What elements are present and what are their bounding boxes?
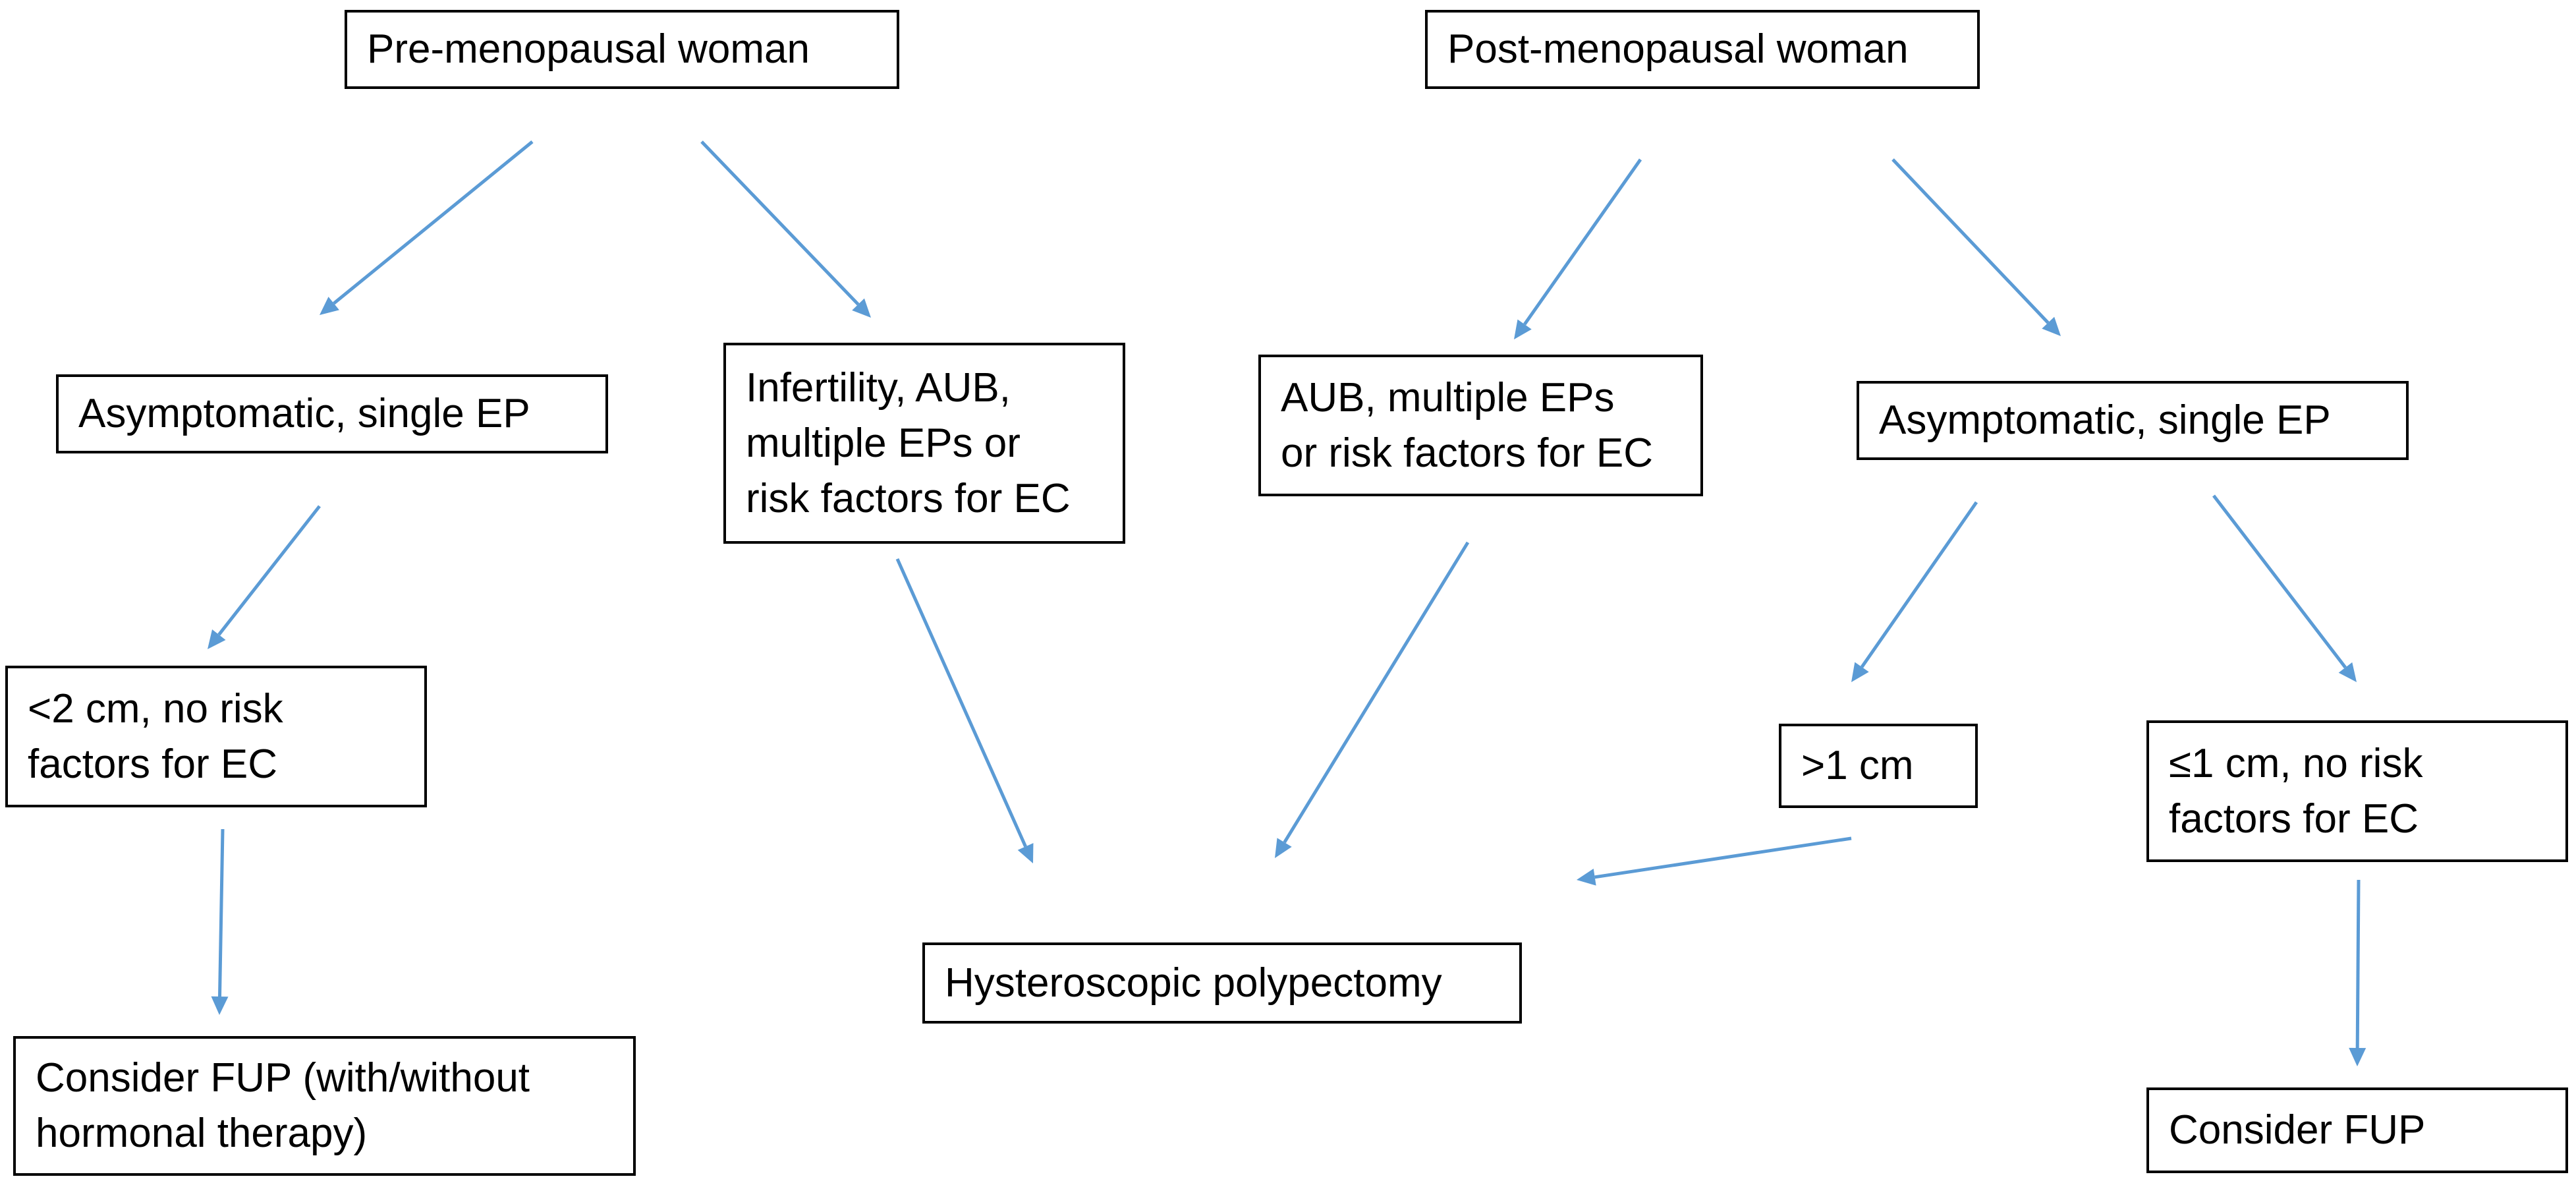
arrow-pre-menopausal-to-pre-symptomatic bbox=[700, 140, 871, 318]
arrow-head bbox=[1577, 868, 1596, 886]
arrow-head bbox=[208, 629, 226, 649]
arrow-head bbox=[211, 996, 229, 1015]
arrow-pre-symptomatic-to-polypectomy bbox=[895, 558, 1034, 863]
node-1cm-or-less-no-risk: ≤1 cm, no risk factors for EC bbox=[2146, 720, 2568, 862]
node-post-menopausal-woman: Post-menopausal woman bbox=[1425, 10, 1980, 89]
arrow-post-menopausal-to-post-symptomatic bbox=[1514, 158, 1642, 339]
node-pre-consider-fup-hormonal: Consider FUP (with/without hormonal ther… bbox=[13, 1036, 636, 1176]
arrow-post-small-to-post-followup bbox=[2349, 879, 2366, 1066]
arrow-post-asymptomatic-to-post-large bbox=[1851, 501, 1978, 682]
arrow-head bbox=[1017, 843, 1034, 863]
node-post-consider-fup: Consider FUP bbox=[2146, 1087, 2568, 1173]
arrow-shaft bbox=[333, 140, 534, 305]
arrow-shaft bbox=[217, 828, 225, 997]
arrow-shaft bbox=[1594, 836, 1852, 879]
arrow-post-large-to-polypectomy bbox=[1577, 836, 1852, 886]
arrow-post-symptomatic-to-polypectomy bbox=[1275, 541, 1470, 858]
node-post-asymptomatic-single-ep: Asymptomatic, single EP bbox=[1857, 381, 2409, 460]
arrow-head bbox=[320, 297, 339, 315]
arrow-shaft bbox=[2355, 879, 2361, 1049]
arrow-head bbox=[2042, 316, 2061, 336]
node-over-1cm: >1 cm bbox=[1779, 724, 1978, 808]
arrow-shaft bbox=[217, 505, 321, 636]
node-under-2cm-no-risk: <2 cm, no risk factors for EC bbox=[5, 666, 427, 807]
arrow-shaft bbox=[1523, 158, 1642, 326]
node-pre-infertility-aub-risk: Infertility, AUB, multiple EPs or risk f… bbox=[723, 343, 1125, 544]
node-pre-asymptomatic-single-ep: Asymptomatic, single EP bbox=[56, 374, 608, 453]
arrow-pre-asymptomatic-to-pre-small bbox=[208, 505, 321, 649]
arrow-shaft bbox=[2212, 494, 2347, 669]
arrow-post-menopausal-to-post-asymptomatic bbox=[1891, 158, 2061, 336]
arrow-pre-menopausal-to-pre-asymptomatic bbox=[320, 140, 534, 315]
arrow-head bbox=[1275, 838, 1292, 858]
arrow-shaft bbox=[1860, 501, 1978, 668]
arrow-head bbox=[1851, 662, 1869, 682]
arrow-shaft bbox=[1283, 541, 1470, 844]
arrow-shaft bbox=[895, 558, 1027, 848]
node-pre-menopausal-woman: Pre-menopausal woman bbox=[345, 10, 899, 89]
arrow-shaft bbox=[700, 140, 860, 306]
arrow-head bbox=[852, 298, 871, 318]
node-hysteroscopic-polypectomy: Hysteroscopic polypectomy bbox=[922, 942, 1522, 1024]
arrow-post-asymptomatic-to-post-small bbox=[2212, 494, 2357, 682]
arrow-shaft bbox=[1891, 158, 2050, 324]
arrow-head bbox=[2338, 662, 2357, 682]
node-post-aub-multiple-eps-risk: AUB, multiple EPs or risk factors for EC bbox=[1258, 355, 1703, 496]
arrow-head bbox=[2349, 1047, 2366, 1066]
arrow-head bbox=[1514, 319, 1532, 339]
arrow-pre-small-to-pre-followup bbox=[211, 828, 229, 1015]
